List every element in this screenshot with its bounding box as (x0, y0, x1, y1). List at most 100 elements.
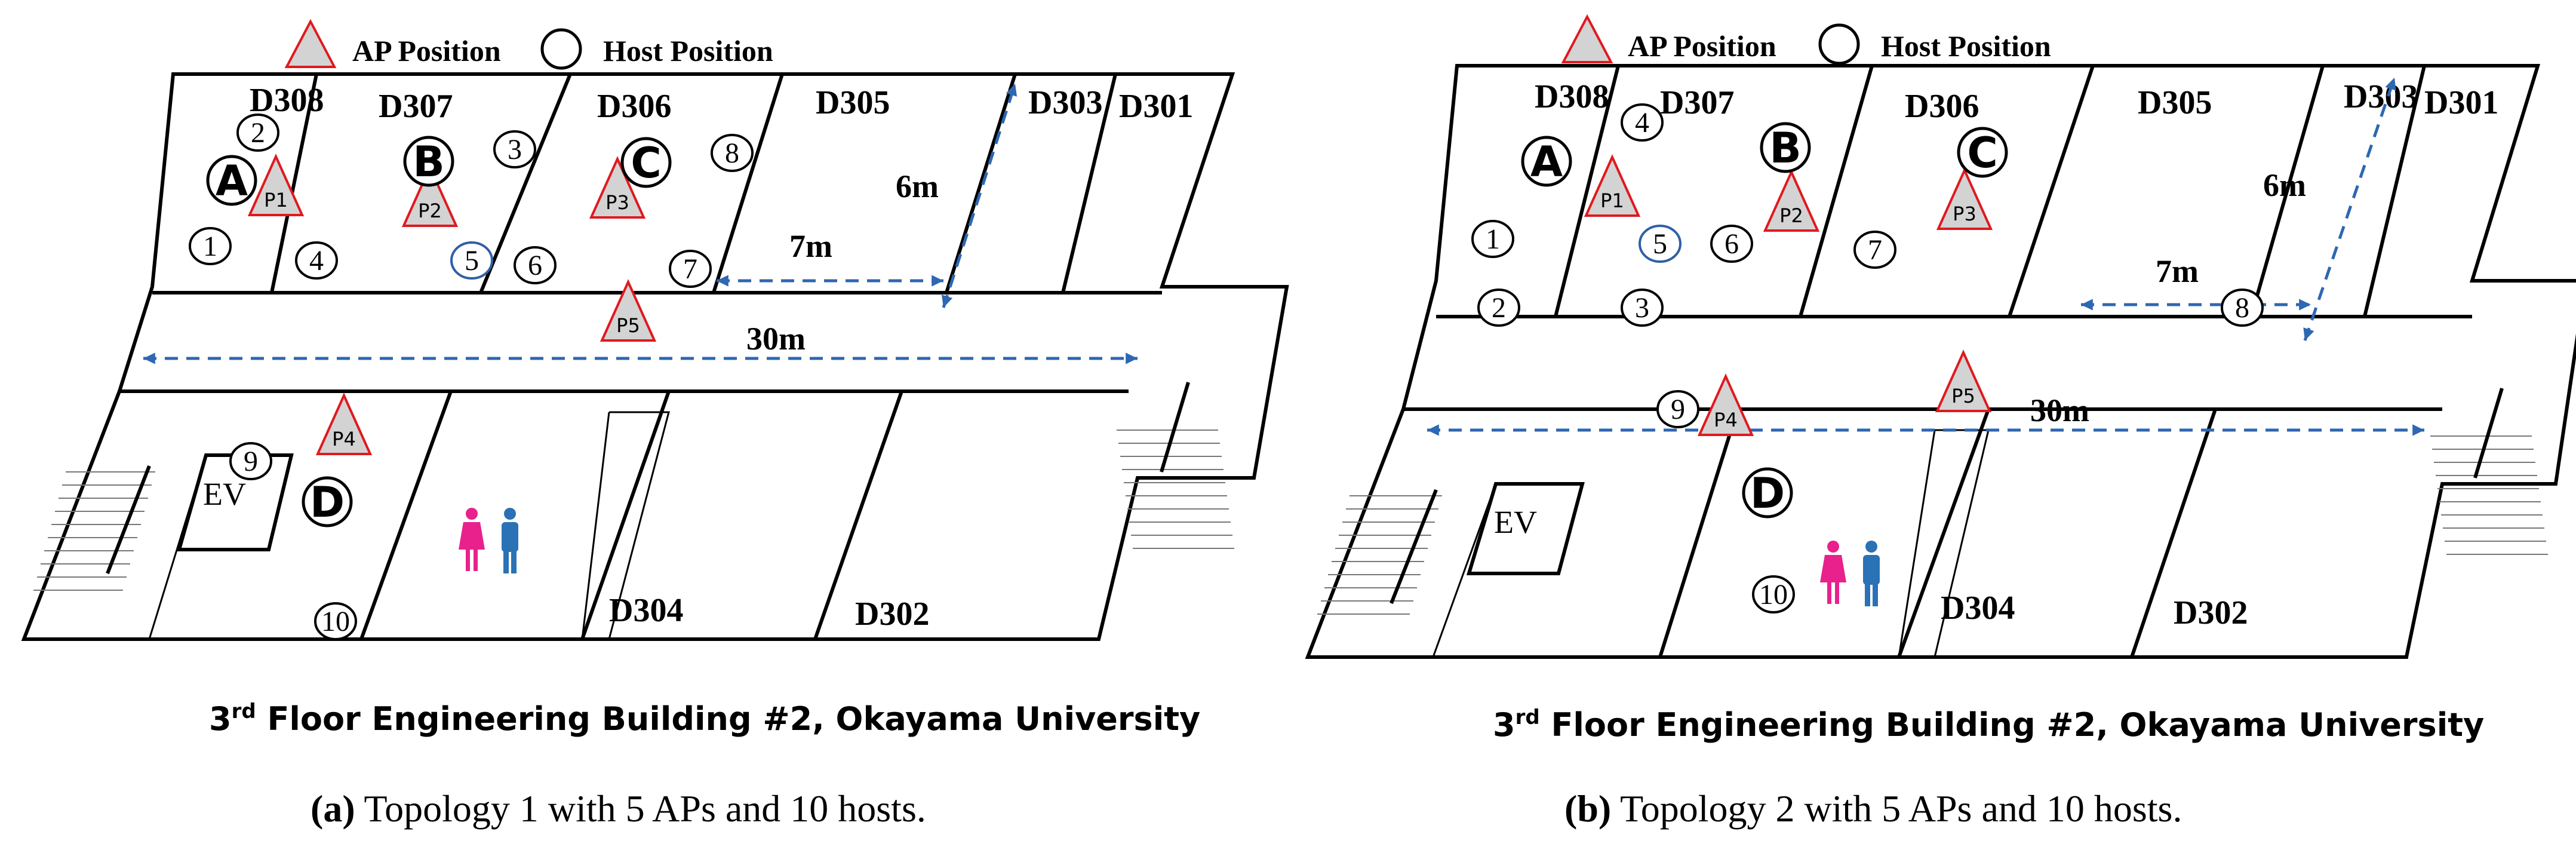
arrowhead (932, 275, 943, 287)
cluster-circle-a (206, 155, 257, 206)
host-label-10: 10 (321, 606, 350, 637)
caption-floor-number: 3 (1493, 706, 1516, 744)
arrowhead (1126, 352, 1138, 364)
distance-label-d6: 6m (2263, 167, 2306, 203)
host-label-3: 3 (1635, 292, 1649, 324)
subfigure-tag: (a) (311, 787, 355, 830)
host-circle-1 (189, 227, 232, 265)
room-label-d301: D301 (1119, 88, 1193, 125)
host-circle-8 (711, 134, 754, 172)
ap-label-p1: P1 (264, 189, 288, 211)
arrowhead (941, 294, 953, 308)
host-circle-1 (1471, 220, 1514, 258)
ap-label-p4: P4 (1714, 409, 1738, 431)
room-divider-bottom (580, 391, 671, 640)
arrowhead (2385, 78, 2396, 91)
woman-icon (1820, 555, 1846, 582)
ap-marker-p2 (401, 164, 459, 227)
host-label-9: 9 (244, 446, 258, 477)
legend-ap-icon (284, 19, 337, 68)
elevator-box (1466, 482, 1585, 575)
room-divider-bottom (813, 391, 903, 640)
caption-floor-number: 3 (209, 700, 232, 738)
arrowhead (143, 352, 155, 364)
room-label-d307: D307 (379, 88, 453, 125)
ap-marker-p5 (600, 279, 657, 342)
room-label-d304: D304 (1941, 590, 2015, 627)
arrowhead (1006, 84, 1018, 97)
cluster-circle-c (620, 137, 672, 188)
ap-marker-p1 (247, 154, 305, 216)
building-outline (21, 72, 1289, 641)
host-label-6: 6 (528, 250, 542, 281)
cluster-label-c: C (1967, 128, 1997, 177)
room-divider-bottom (1897, 408, 1990, 658)
man-icon (502, 522, 518, 552)
restroom-icon (459, 508, 518, 573)
host-circle-3 (1621, 289, 1664, 327)
distance-label-d30: 30m (746, 321, 806, 357)
building-caption: 3rd Floor Engineering Building #2, Okaya… (1493, 705, 2484, 744)
room-label-d303: D303 (1028, 84, 1102, 121)
stair-rail (1390, 489, 1438, 605)
room-divider-bottom (2130, 409, 2217, 658)
host-label-4: 4 (309, 245, 324, 277)
woman-icon-leg (474, 550, 478, 571)
ap-label-p5: P5 (1951, 385, 1975, 407)
room-label-ev: EV (1494, 504, 1537, 540)
woman-icon-head (466, 508, 478, 520)
legend-ap-label: AP Position (1628, 29, 1776, 63)
distance-arrow-d6 (942, 83, 1017, 308)
ap-label-p3: P3 (605, 191, 629, 214)
subfigure-text: Topology 2 with 5 APs and 10 hosts. (1611, 787, 2182, 830)
ap-marker-p4 (315, 392, 373, 455)
host-circle-7 (1853, 231, 1896, 269)
caption-superscript: rd (1516, 705, 1540, 729)
ev-shaft-wall (148, 455, 207, 640)
woman-icon-leg (1835, 582, 1839, 604)
distance-arrow-d6 (2303, 77, 2396, 341)
host-label-7: 7 (683, 253, 697, 285)
room-divider-top (2363, 65, 2426, 317)
room-label-d302: D302 (855, 596, 929, 633)
cluster-label-a: A (216, 157, 248, 205)
ap-marker-p3 (1936, 167, 1993, 230)
cluster-label-d: D (310, 478, 345, 527)
room-divider-top (2008, 65, 2095, 317)
host-circle-2 (236, 113, 279, 152)
cluster-label-b: B (1769, 124, 1801, 173)
room-divider-top (1061, 73, 1117, 293)
distance-label-d7: 7m (2156, 253, 2199, 289)
ev-shaft-wall (1432, 483, 1497, 658)
host-circle-5 (450, 241, 493, 280)
cluster-circle-b (1760, 122, 1811, 173)
man-icon-leg (1865, 582, 1870, 606)
stair-rail (2473, 388, 2504, 478)
alcove-wall (581, 412, 610, 640)
ap-label-p2: P2 (1779, 204, 1803, 227)
host-label-5: 5 (465, 245, 479, 277)
room-label-d305: D305 (2138, 84, 2212, 121)
legend-host-label: Host Position (603, 34, 773, 68)
host-circle-10 (314, 602, 357, 640)
room-label-d303: D303 (2344, 78, 2418, 115)
host-circle-10 (1752, 575, 1795, 613)
legend-ap-label: AP Position (352, 34, 501, 68)
man-icon-head (504, 508, 516, 520)
subfigure-caption-b: (b) Topology 2 with 5 APs and 10 hosts. (1564, 787, 2182, 830)
ap-marker-p2 (1763, 169, 1820, 232)
host-label-2: 2 (251, 117, 265, 149)
cluster-circle-c (1957, 127, 2008, 178)
ap-marker-p5 (1935, 349, 1992, 412)
room-divider-top (1554, 65, 1620, 317)
building-caption: 3rd Floor Engineering Building #2, Okaya… (209, 700, 1200, 738)
host-label-1: 1 (203, 231, 217, 262)
cluster-circle-b (403, 136, 454, 187)
restroom-icon (1820, 541, 1880, 606)
host-circle-6 (1710, 225, 1753, 263)
cluster-circle-d (302, 476, 353, 527)
arrowhead (2412, 424, 2424, 436)
cluster-label-d: D (1750, 469, 1785, 518)
woman-icon-leg (466, 550, 470, 571)
